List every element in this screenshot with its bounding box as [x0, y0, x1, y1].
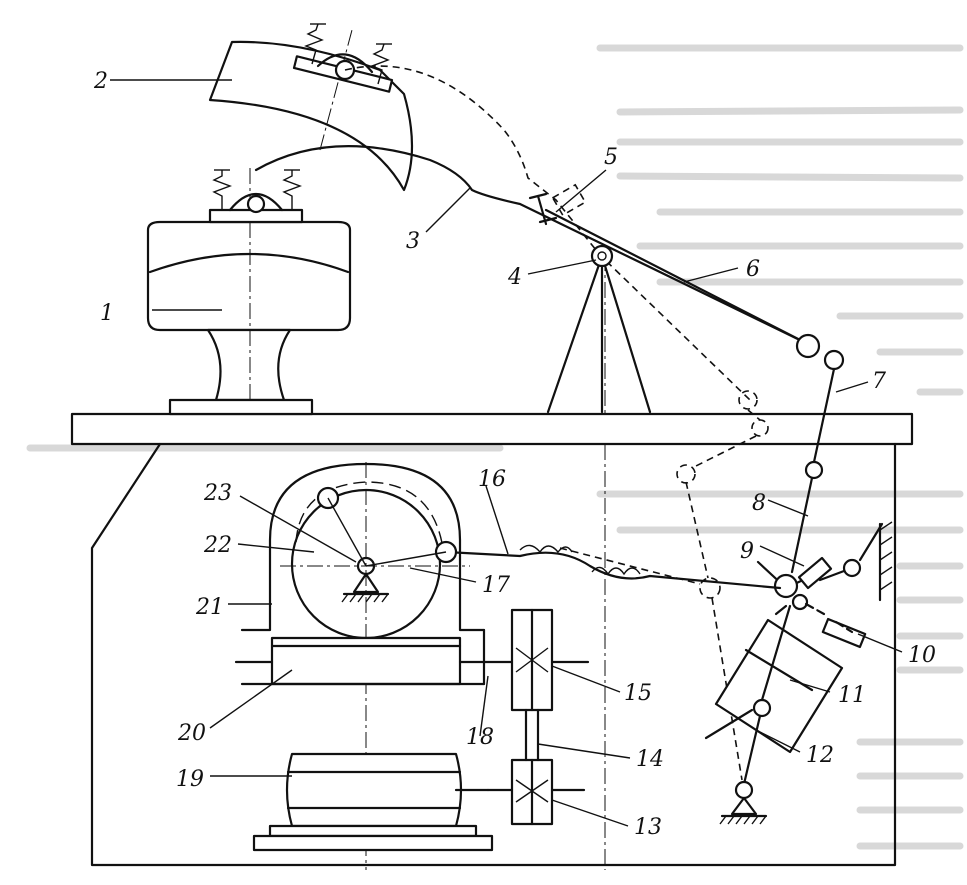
label-2: 2 [93, 69, 108, 94]
machine-table [70, 412, 914, 446]
label-17: 17 [482, 573, 510, 598]
label-4: 4 [507, 265, 522, 290]
part-10-rod [804, 602, 867, 649]
label-20: 20 [177, 721, 206, 746]
label-23: 23 [203, 481, 232, 506]
label-6: 6 [746, 257, 760, 282]
label-12: 12 [806, 743, 834, 768]
part-19-motor [252, 752, 494, 852]
part-9-lever [756, 521, 893, 611]
part-3-electrode-arm [254, 145, 810, 346]
arm-end-joint [795, 333, 821, 359]
label-3: 3 [406, 229, 420, 254]
label-9: 9 [740, 539, 754, 564]
label-5: 5 [604, 145, 618, 170]
parts-7-8-linkage [790, 367, 836, 574]
leader-lines [110, 79, 903, 827]
label-13: 13 [634, 815, 662, 840]
label-22: 22 [203, 533, 232, 558]
part-4-pivot-stand [546, 244, 652, 414]
lower-fixture-clamp [208, 169, 304, 224]
cylinder-ground-pivot [719, 780, 768, 825]
part-16-cable [444, 544, 782, 590]
upper-fixture-clamp [292, 23, 394, 93]
label-18: 18 [466, 725, 494, 750]
label-19: 19 [176, 767, 204, 792]
label-1: 1 [100, 301, 114, 326]
machine-body-outline [90, 442, 897, 867]
part-2-upper-workpiece [208, 29, 414, 192]
part-labels: 1 2 3 4 5 6 7 8 9 10 11 12 13 14 15 16 1… [93, 69, 936, 840]
label-8: 8 [752, 491, 766, 516]
background-text-bleed [26, 44, 964, 850]
label-7: 7 [872, 369, 886, 394]
parts-13-15-belt-drive [486, 608, 586, 826]
label-14: 14 [636, 747, 664, 772]
link-7-top-joint [823, 349, 845, 371]
label-16: 16 [478, 467, 506, 492]
label-15: 15 [624, 681, 652, 706]
dashed-alternate-linkage [559, 390, 769, 781]
parts-21-23-drum [240, 462, 486, 870]
label-10: 10 [908, 643, 936, 668]
part-1-lower-workpiece [146, 168, 352, 416]
label-21: 21 [195, 595, 224, 620]
arm-swing-dashed-path [344, 65, 751, 401]
part-5-electrode-tip [528, 183, 587, 226]
label-11: 11 [838, 683, 866, 708]
part-20-reducer [234, 628, 590, 686]
